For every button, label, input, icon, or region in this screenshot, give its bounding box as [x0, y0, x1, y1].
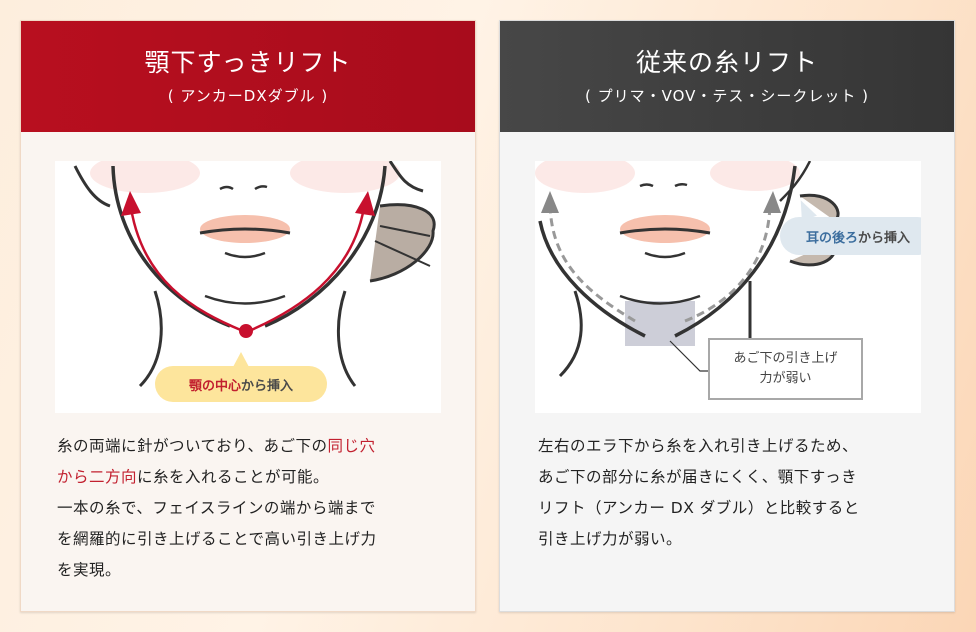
highlight-text: 同じ穴 — [327, 437, 376, 455]
callout-text: から挿入 — [241, 378, 294, 394]
card-header: 従来の糸リフト ( プリマ・VOV・テス・シークレット ) — [500, 21, 954, 132]
callout-highlight: 耳の後ろ — [805, 230, 858, 246]
face-illustration: 耳の後ろから挿入 あご下の引き上げ 力が弱い — [535, 161, 921, 413]
label-line: あご下の引き上げ — [733, 351, 838, 366]
callout-text: から挿入 — [858, 230, 911, 246]
text: 一本の糸で、フェイスラインの端から端まで — [57, 499, 376, 517]
callout-highlight: 顎の中心 — [188, 378, 241, 394]
text: 引き上げ力が弱い。 — [538, 530, 683, 548]
text: を網羅的に引き上げることで高い引き上げ力 — [57, 530, 377, 548]
text: あご下の部分に糸が届きにくく、顎下すっき — [538, 468, 858, 486]
card-subtitle: ( プリマ・VOV・テス・シークレット ) — [584, 86, 870, 105]
conventional-thread-card: 従来の糸リフト ( プリマ・VOV・テス・シークレット ) 耳の後ろから — [499, 20, 955, 612]
card-description: 左右のエラ下から糸を入れ引き上げるため、 あご下の部分に糸が届きにくく、顎下すっ… — [538, 431, 938, 555]
card-description: 糸の両端に針がついており、あご下の同じ穴 から二方向に糸を入れることが可能。 一… — [57, 431, 457, 586]
text: リフト（アンカー DX ダブル）と比較すると — [538, 499, 860, 517]
jaw-double-arrow-icon — [73, 161, 436, 388]
label-line: 力が弱い — [759, 371, 812, 386]
text: 糸の両端に針がついており、あご下の — [57, 437, 328, 455]
face-illustration: 顎の中心から挿入 — [55, 161, 441, 413]
card-title: 従来の糸リフト — [635, 47, 818, 77]
card-subtitle: ( アンカーDXダブル ) — [167, 86, 329, 105]
text: に糸を入れることが可能。 — [137, 468, 330, 486]
card-header: 顎下すっきリフト ( アンカーDXダブル ) — [21, 21, 475, 132]
highlight-text: から二方向 — [57, 468, 138, 486]
insertion-callout: 顎の中心から挿入 — [155, 352, 327, 402]
card-title: 顎下すっきリフト — [144, 47, 352, 77]
insertion-callout: 耳の後ろから挿入 — [780, 217, 921, 255]
anchor-dx-card: 顎下すっきリフト ( アンカーDXダブル ) 顎の中心から — [20, 20, 476, 612]
weak-lift-label: あご下の引き上げ 力が弱い — [708, 338, 863, 400]
text: を実現。 — [57, 561, 122, 579]
text: 左右のエラ下から糸を入れ引き上げるため、 — [538, 437, 859, 455]
